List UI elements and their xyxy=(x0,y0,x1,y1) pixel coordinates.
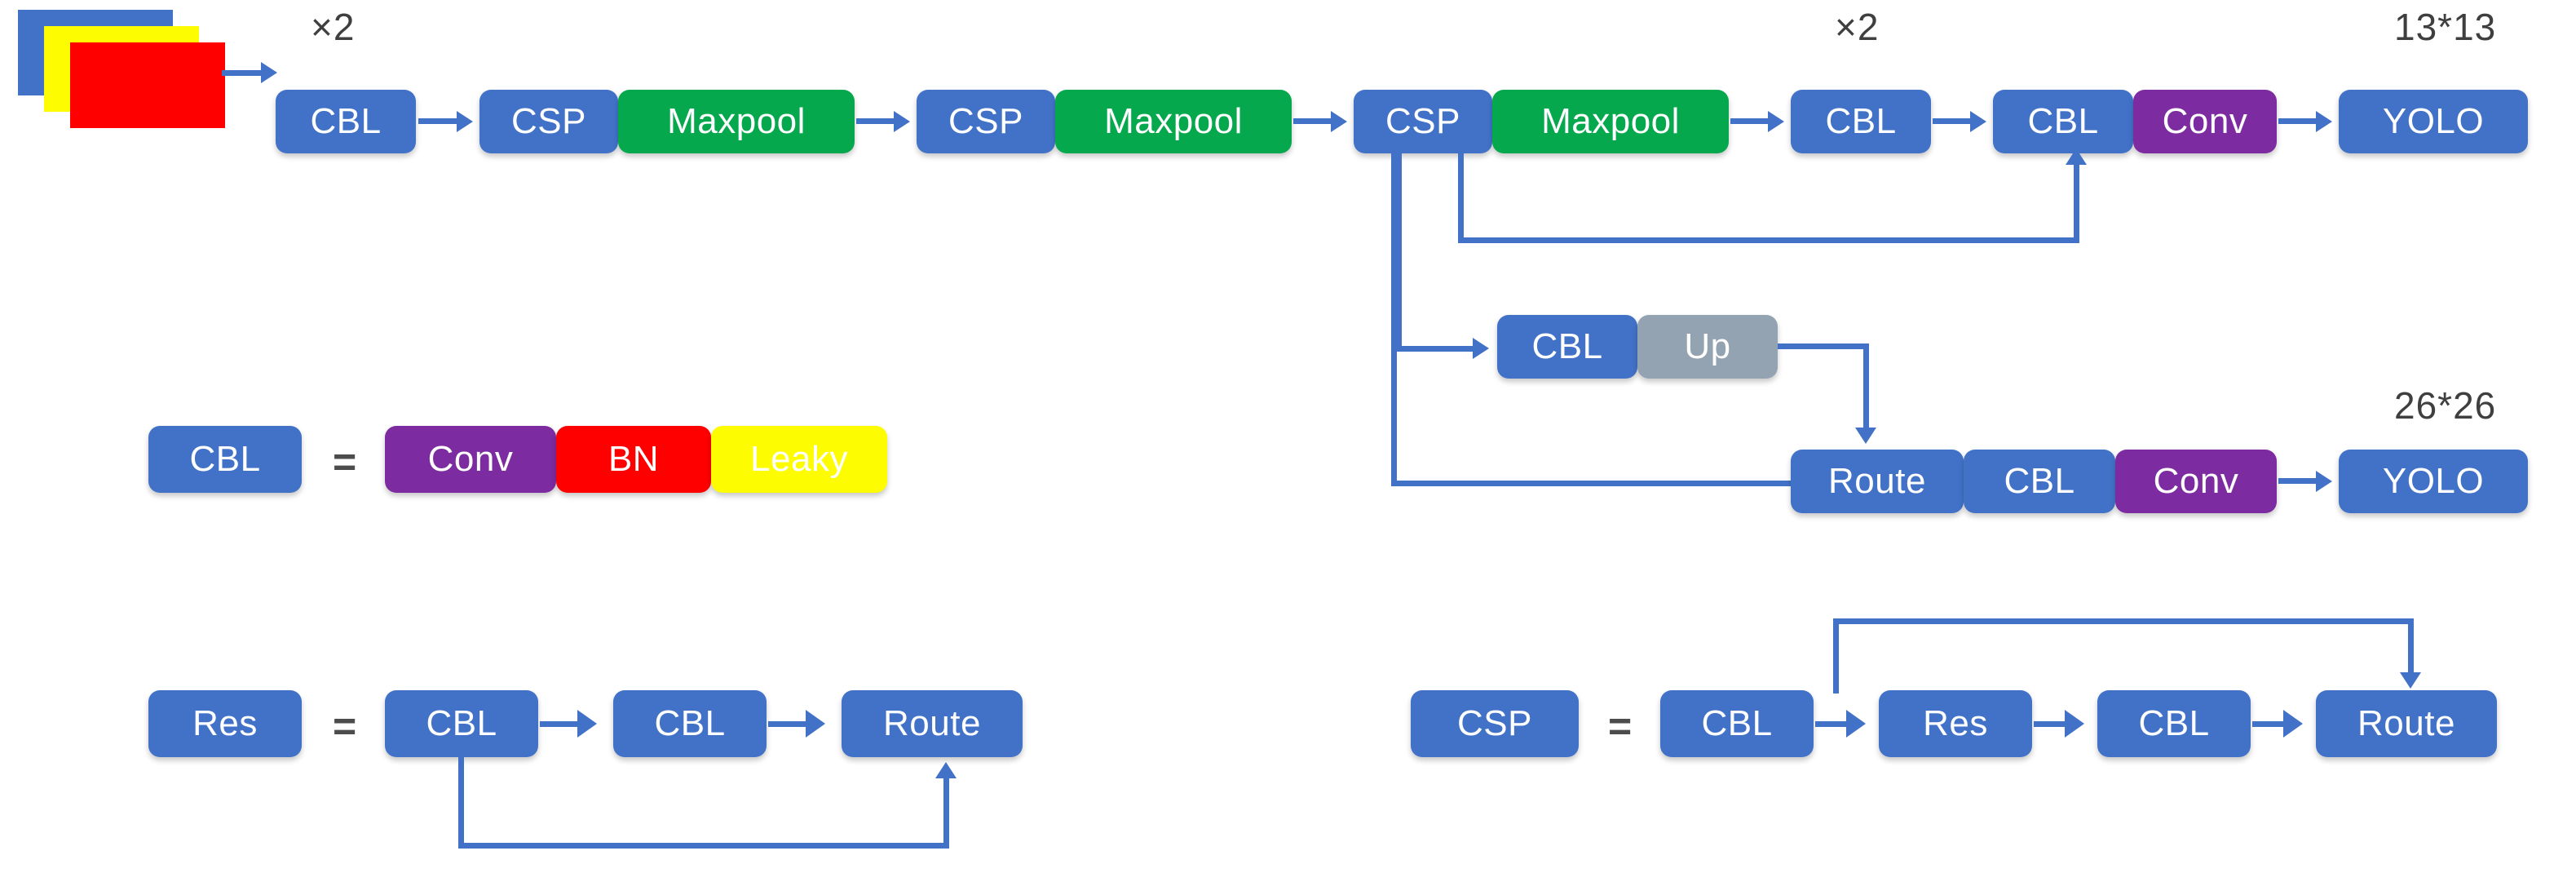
branch-csp3-right-to-cblup xyxy=(1396,346,1476,352)
legend-csp-equals: = xyxy=(1608,703,1633,749)
arrowhead-skip-route13 xyxy=(2066,148,2087,165)
legend-csp-part-cbl-1[interactable]: CBL xyxy=(1660,690,1814,757)
node-cbl-5[interactable]: CBL xyxy=(1964,450,2115,513)
legend-csp-name[interactable]: CSP xyxy=(1411,690,1579,757)
arrowhead-branch-to-cbl4 xyxy=(1473,338,1489,359)
arrowhead-conv1-to-yolo1 xyxy=(2316,111,2332,132)
legend-csp-connector-3 xyxy=(2252,721,2287,727)
node-conv-1[interactable]: Conv xyxy=(2133,90,2277,153)
legend-res-name[interactable]: Res xyxy=(148,690,302,757)
legend-res-shortcut-horiz xyxy=(458,843,949,849)
skip-route26-horiz xyxy=(1391,481,1805,486)
legend-csp-shortcut-arrowhead xyxy=(2400,672,2421,689)
node-csp-3[interactable]: CSP xyxy=(1354,90,1492,153)
arrowhead-cbl1-to-csp1 xyxy=(457,111,473,132)
arrowhead-maxpool1-to-csp2 xyxy=(894,111,910,132)
node-maxpool-2[interactable]: Maxpool xyxy=(1055,90,1292,153)
arrowhead-cbl2-to-cbl3 xyxy=(1970,111,1986,132)
node-yolo-2[interactable]: YOLO xyxy=(2339,450,2528,513)
skip-route13-vert-to-cbl3 xyxy=(2074,153,2079,243)
node-route-head[interactable]: Route xyxy=(1791,450,1964,513)
input-layer-red xyxy=(70,42,225,128)
legend-res-connector-1 xyxy=(540,721,581,727)
node-cbl-1[interactable]: CBL xyxy=(276,90,416,153)
legend-res-part-route[interactable]: Route xyxy=(842,690,1023,757)
legend-csp-part-cbl-2[interactable]: CBL xyxy=(2097,690,2251,757)
legend-res-arrowhead-1 xyxy=(577,710,597,738)
legend-cbl-part-leaky[interactable]: Leaky xyxy=(711,426,887,493)
legend-res-equals: = xyxy=(333,703,357,749)
arrowhead-maxpool3-to-cbl2 xyxy=(1768,111,1784,132)
legend-res-shortcut-arrowhead xyxy=(935,762,957,778)
arrowhead-input-to-cbl xyxy=(261,62,277,83)
node-cbl-4[interactable]: CBL xyxy=(1497,315,1637,379)
node-csp-1[interactable]: CSP xyxy=(479,90,618,153)
connector-maxpool3-to-cbl2 xyxy=(1730,118,1770,124)
legend-res-shortcut-vert-left xyxy=(458,757,464,849)
node-conv-2[interactable]: Conv xyxy=(2115,450,2277,513)
skip-route13-horiz xyxy=(1458,237,2079,243)
connector-maxpool1-to-csp2 xyxy=(856,118,895,124)
branch-csp3-down-to-cblup xyxy=(1396,153,1402,349)
legend-cbl-equals: = xyxy=(333,439,357,485)
connector-cbl2-to-cbl3 xyxy=(1933,118,1972,124)
legend-csp-part-route[interactable]: Route xyxy=(2316,690,2497,757)
legend-csp-connector-2 xyxy=(2034,721,2068,727)
arrowhead-conv2-to-yolo2 xyxy=(2316,471,2332,492)
node-maxpool-1[interactable]: Maxpool xyxy=(618,90,855,153)
node-up[interactable]: Up xyxy=(1637,315,1778,379)
legend-res-part-cbl-2[interactable]: CBL xyxy=(613,690,767,757)
legend-csp-arrowhead-2 xyxy=(2065,710,2084,738)
legend-csp-shortcut-horiz xyxy=(1833,618,2414,624)
legend-res-part-cbl-1[interactable]: CBL xyxy=(385,690,538,757)
legend-cbl-name[interactable]: CBL xyxy=(148,426,302,493)
node-yolo-1[interactable]: YOLO xyxy=(2339,90,2528,153)
node-cbl-3[interactable]: CBL xyxy=(1993,90,2133,153)
repeat-label-2: ×2 xyxy=(1835,6,1880,48)
skip-route13-vert-from-csp3 xyxy=(1458,153,1464,243)
connector-conv1-to-yolo1 xyxy=(2278,118,2318,124)
legend-csp-shortcut-vert-right xyxy=(2408,618,2414,677)
legend-cbl-part-conv[interactable]: Conv xyxy=(385,426,556,493)
legend-res-shortcut-vert-right xyxy=(943,767,949,847)
skip-route26-vert xyxy=(1391,153,1397,486)
connector-conv2-to-yolo2 xyxy=(2278,478,2318,484)
arrowhead-up-to-route xyxy=(1855,428,1876,444)
legend-csp-shortcut-vert-left xyxy=(1833,618,1839,694)
arrowhead-maxpool2-to-csp3 xyxy=(1331,111,1347,132)
repeat-label-1: ×2 xyxy=(311,6,356,48)
connector-maxpool2-to-csp3 xyxy=(1293,118,1332,124)
connector-up-right xyxy=(1778,343,1869,349)
input-image-stack xyxy=(18,10,230,128)
legend-res-arrowhead-2 xyxy=(806,710,825,738)
legend-csp-arrowhead-3 xyxy=(2283,710,2303,738)
connector-cbl1-to-csp1 xyxy=(418,118,459,124)
connector-input-to-cbl xyxy=(222,70,263,76)
output-scale-label-2: 26*26 xyxy=(2394,384,2497,427)
legend-res-connector-2 xyxy=(768,721,809,727)
node-cbl-2[interactable]: CBL xyxy=(1791,90,1931,153)
legend-csp-connector-1 xyxy=(1815,721,1849,727)
legend-csp-part-res[interactable]: Res xyxy=(1879,690,2032,757)
output-scale-label-1: 13*13 xyxy=(2394,6,2497,48)
connector-up-down-to-route xyxy=(1863,343,1869,433)
legend-csp-arrowhead-1 xyxy=(1846,710,1866,738)
legend-cbl-part-bn[interactable]: BN xyxy=(556,426,711,493)
node-csp-2[interactable]: CSP xyxy=(917,90,1055,153)
node-maxpool-3[interactable]: Maxpool xyxy=(1492,90,1729,153)
